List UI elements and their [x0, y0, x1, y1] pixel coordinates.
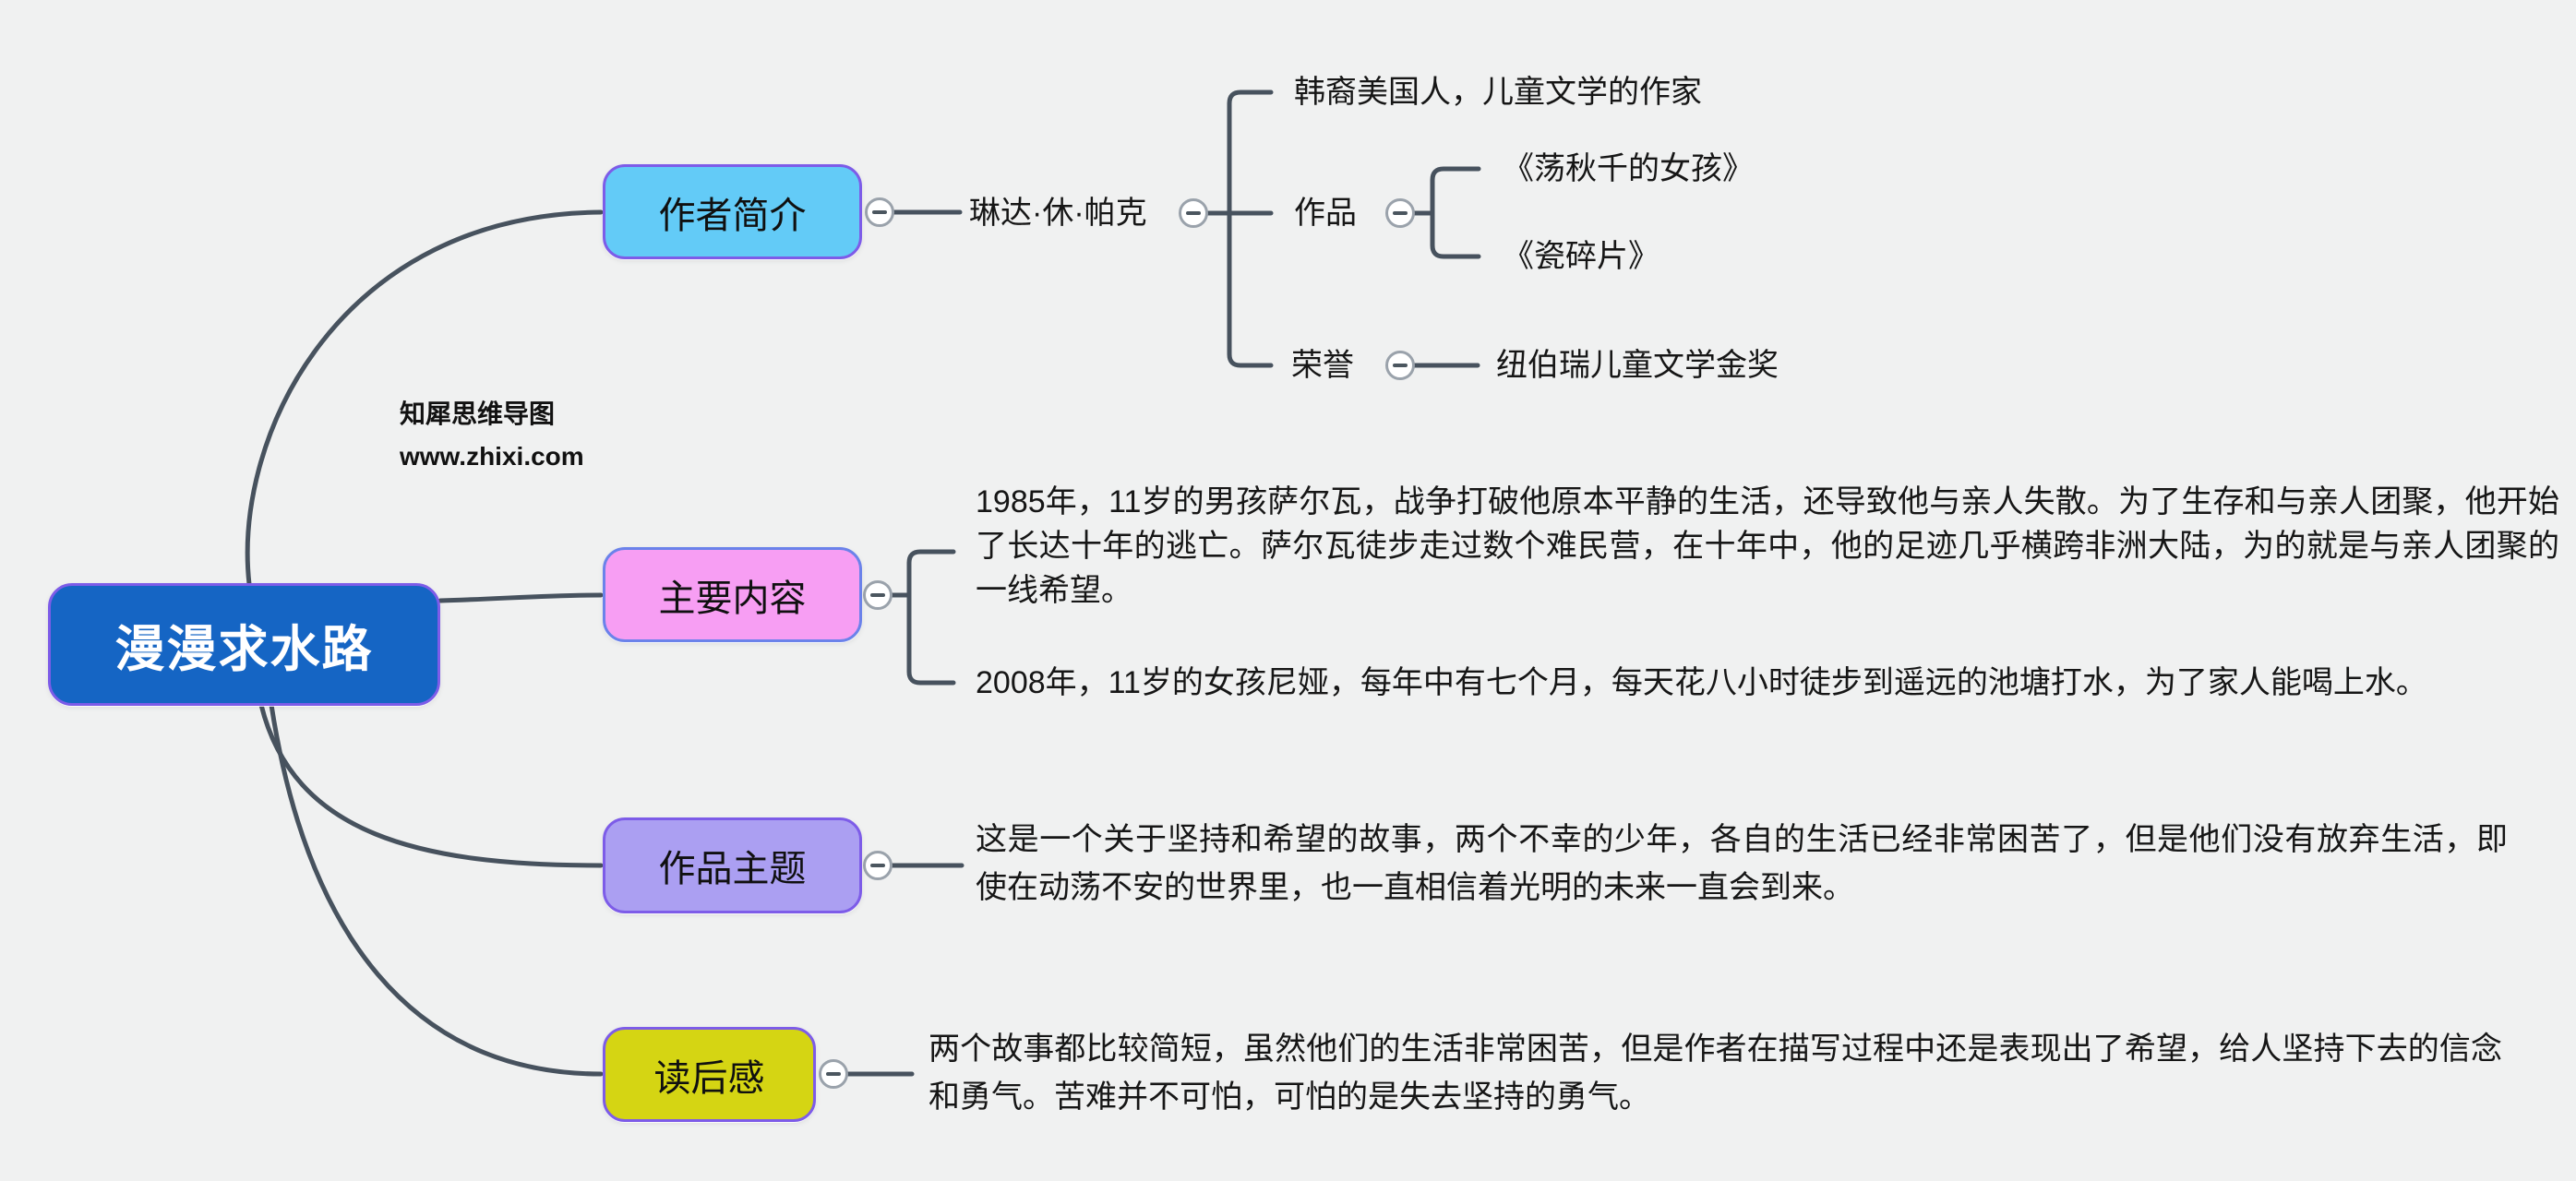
text-node-content-para2[interactable]: 2008年，11岁的女孩尼娅，每年中有七个月，每天花八小时徒步到遥远的池塘打水，… [976, 665, 2427, 700]
root-node[interactable]: 漫漫求水路 [48, 583, 440, 706]
watermark: 知犀思维导图 www.zhixi.com [400, 393, 584, 478]
watermark-brand: 知犀思维导图 [400, 400, 556, 428]
text-node-content-para1[interactable]: 1985年，11岁的男孩萨尔瓦，战争打破他原本平静的生活，还导致他与亲人失散。为… [976, 484, 2559, 608]
collapse-button-theme[interactable] [863, 851, 893, 880]
bracket-content [906, 549, 956, 686]
branch-node-author-label: 作者简介 [658, 195, 807, 236]
root-node-label: 漫漫求水路 [114, 622, 374, 677]
text-node-work-1[interactable]: 《荡秋千的女孩》 [1503, 151, 1754, 186]
text-node-honor-label[interactable]: 荣誉 [1291, 348, 1354, 383]
bracket-works [1430, 166, 1481, 259]
trunk-author-children [1227, 89, 1274, 368]
branch-node-theme-label: 作品主题 [658, 849, 807, 889]
text-node-work-2[interactable]: 《瓷碎片》 [1503, 239, 1659, 274]
collapse-button-author[interactable] [865, 197, 894, 227]
link-root-review [269, 702, 604, 1077]
branch-node-theme[interactable]: 作品主题 [603, 817, 862, 913]
collapse-button-content[interactable] [863, 580, 893, 610]
text-node-honor[interactable]: 纽伯瑞儿童文学金奖 [1496, 348, 1779, 383]
branch-node-author[interactable]: 作者简介 [603, 164, 862, 259]
link-root-content [437, 592, 604, 603]
branch-node-review[interactable]: 读后感 [603, 1027, 816, 1122]
link-root-theme [258, 702, 604, 868]
branch-node-review-label: 读后感 [653, 1057, 765, 1099]
text-node-theme[interactable]: 这是一个关于坚持和希望的故事，两个不幸的少年，各自的生活已经非常困苦了，但是他们… [976, 822, 2508, 905]
collapse-button-works[interactable] [1385, 198, 1415, 228]
branch-node-content[interactable]: 主要内容 [603, 547, 862, 642]
text-node-author-name[interactable]: 琳达·休·帕克 [969, 196, 1147, 231]
collapse-button-review[interactable] [819, 1059, 848, 1089]
collapse-button-honor[interactable] [1385, 351, 1415, 380]
text-node-review[interactable]: 两个故事都比较简短，虽然他们的生活非常困苦，但是作者在描写过程中还是表现出了希望… [929, 1032, 2502, 1115]
collapse-button-author-name[interactable] [1179, 198, 1208, 228]
text-node-works-label[interactable]: 作品 [1294, 196, 1357, 231]
watermark-site: www.zhixi.com [400, 442, 584, 471]
branch-node-content-label: 主要内容 [658, 578, 807, 619]
text-node-author-identity[interactable]: 韩裔美国人，儿童文学的作家 [1294, 75, 1702, 110]
